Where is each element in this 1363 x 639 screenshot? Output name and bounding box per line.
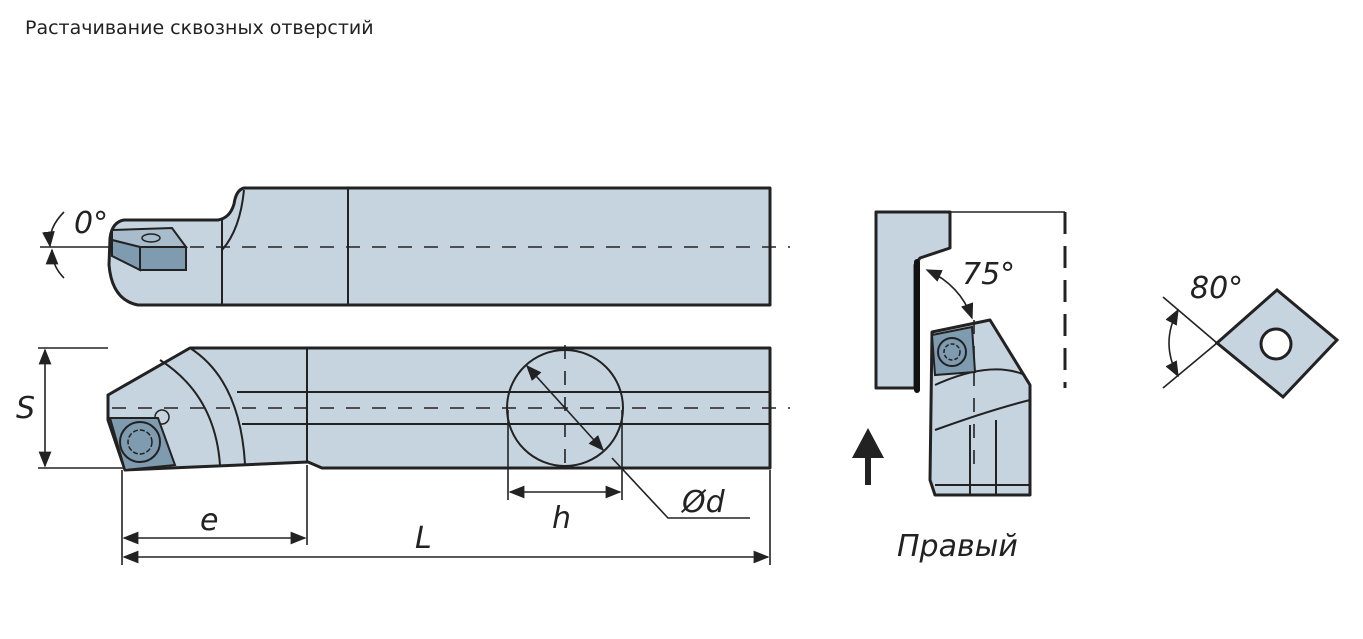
- dim-s-label: S: [16, 391, 35, 426]
- dim-e-label: e: [200, 503, 218, 538]
- insert-side: [930, 325, 977, 377]
- dimensions: S e L h Ød: [16, 347, 771, 565]
- feed-direction-arrow-icon: [852, 428, 884, 485]
- tool-top-view: 0°: [40, 186, 790, 307]
- insert-rhombus: 80°: [1162, 271, 1340, 400]
- dim-l-label: L: [415, 521, 432, 556]
- tool-bottom-view: [106, 345, 790, 475]
- insert-top: [111, 226, 188, 272]
- tool-side-view: 75° Правый: [852, 210, 1067, 564]
- hand-label: Правый: [897, 529, 1018, 564]
- angle-0-label: 0°: [74, 206, 108, 241]
- dim-h-label: h: [552, 501, 571, 536]
- page-title: Растачивание сквозных отверстий: [25, 17, 374, 39]
- angle-75-label: 75°: [962, 257, 1015, 292]
- angle-80-label: 80°: [1190, 271, 1243, 306]
- dim-d-label: Ød: [680, 485, 726, 520]
- insert-bottom: [108, 409, 177, 472]
